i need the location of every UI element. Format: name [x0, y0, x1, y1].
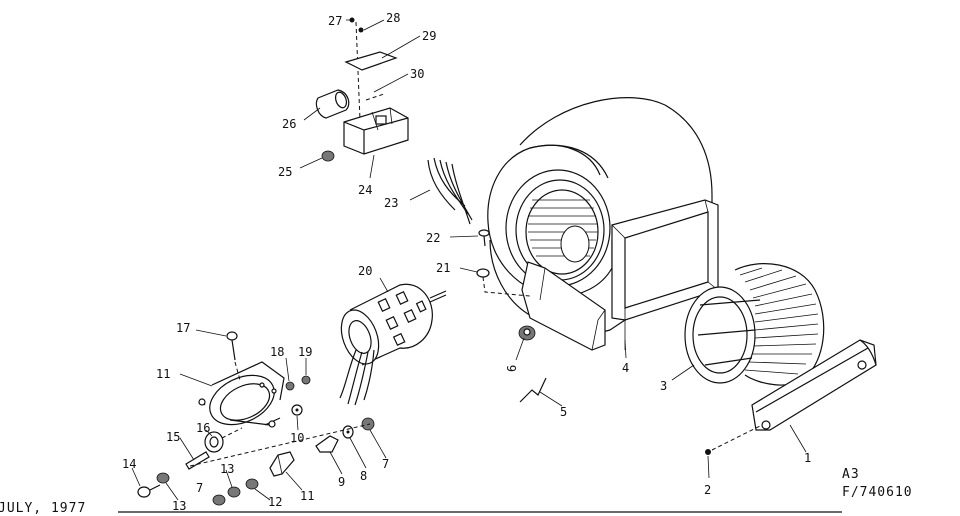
callout-28: 28	[386, 11, 400, 25]
blower-wheel	[684, 263, 825, 386]
bolt-17	[226, 331, 241, 381]
spring-clip-5	[519, 377, 547, 403]
bushing-16	[204, 427, 243, 453]
screw-22	[478, 229, 490, 247]
callout-17: 17	[176, 321, 190, 335]
callout-22: 22	[426, 231, 440, 245]
screw-28	[358, 27, 364, 33]
callout-27: 27	[328, 14, 342, 28]
washer-12	[245, 478, 259, 490]
callout-20: 20	[358, 264, 372, 278]
cutoff-plate	[711, 339, 877, 451]
callout-19: 19	[298, 345, 312, 359]
nut-18	[285, 381, 295, 391]
motor	[339, 283, 447, 406]
callout-7a: 7	[196, 481, 203, 495]
nut-7a	[212, 494, 226, 506]
callout-26: 26	[282, 117, 296, 131]
callout-5: 5	[560, 405, 567, 419]
shaft-15	[185, 451, 210, 470]
screw-27	[349, 17, 355, 23]
callout-15: 15	[166, 430, 180, 444]
grommet-25	[321, 150, 335, 162]
pulley-9	[315, 435, 339, 453]
motor-mount	[198, 361, 285, 428]
relay-box-24	[343, 107, 409, 155]
drawing-date: JULY, 1977	[0, 501, 86, 516]
leader-lines	[131, 19, 807, 501]
callout-16: 16	[196, 421, 210, 435]
callout-18: 18	[270, 345, 284, 359]
callout-7b: 7	[382, 457, 389, 471]
washer-13a	[156, 472, 170, 484]
callout-12: 12	[268, 495, 282, 509]
cover-plate-29	[344, 51, 398, 71]
callout-13b: 13	[220, 462, 234, 476]
callout-3: 3	[660, 379, 667, 393]
callout-24: 24	[358, 183, 372, 197]
callout-30: 30	[410, 67, 424, 81]
wire-harness-23	[427, 157, 473, 225]
callout-21: 21	[436, 261, 450, 275]
callout-4: 4	[622, 361, 629, 375]
screw-2	[705, 449, 711, 455]
callout-11a: 11	[156, 367, 170, 381]
bolt-14	[137, 484, 161, 498]
nut-19	[301, 375, 311, 385]
callout-13a: 13	[172, 499, 186, 513]
washer-13b	[227, 486, 241, 498]
capacitor-26	[315, 89, 350, 119]
figure-number: F/740610	[842, 485, 913, 500]
callout-25: 25	[278, 165, 292, 179]
callout-11b: 11	[300, 489, 314, 503]
washer-21	[476, 268, 531, 297]
washer-10	[291, 404, 303, 416]
callout-14: 14	[122, 457, 136, 471]
callout-2: 2	[704, 483, 711, 497]
blower-housing	[487, 97, 719, 351]
callout-29: 29	[422, 29, 436, 43]
sheet-number: A3	[842, 467, 860, 482]
grommet-6	[518, 325, 536, 341]
callout-9: 9	[338, 475, 345, 489]
callout-23: 23	[384, 196, 398, 210]
callout-6: 6	[505, 365, 519, 372]
callout-1: 1	[804, 451, 811, 465]
callout-8: 8	[360, 469, 367, 483]
screw-30	[365, 93, 385, 101]
washer-8	[342, 425, 354, 439]
callout-10: 10	[290, 431, 304, 445]
bracket-11b	[269, 451, 295, 477]
